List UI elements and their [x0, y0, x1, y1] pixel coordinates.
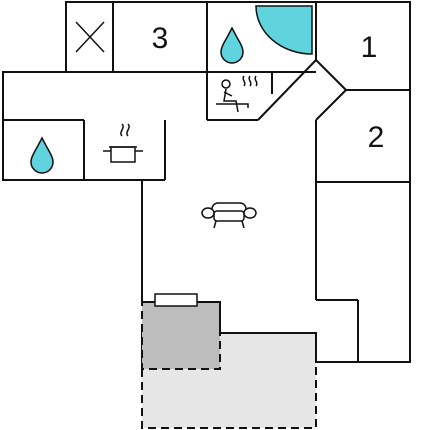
- fireplace-icon: [154, 293, 198, 307]
- cooking-pot-icon: [103, 123, 143, 163]
- room-2-label: 2: [368, 121, 385, 154]
- shower-corner-icon: [255, 5, 313, 55]
- walls: [2, 1, 411, 363]
- sauna-icon: [216, 75, 258, 113]
- covered-terrace: [141, 301, 221, 370]
- water-drop-icon: [220, 26, 244, 64]
- room-1-label: 1: [361, 31, 378, 64]
- sofa-icon: [201, 202, 257, 229]
- room-3-label: 3: [152, 22, 169, 55]
- water-drop-icon: [30, 136, 54, 174]
- cross-icon: [75, 21, 105, 53]
